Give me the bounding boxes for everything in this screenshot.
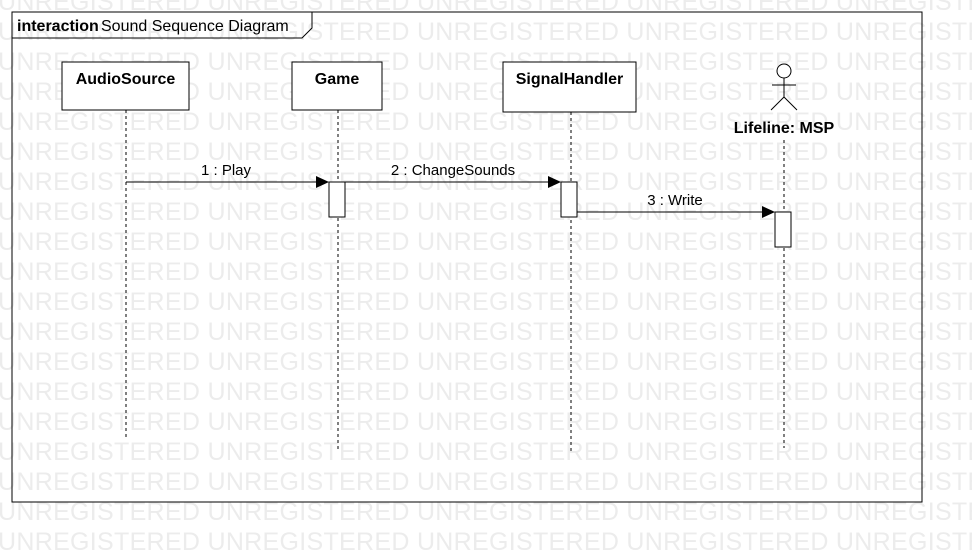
message-arrowhead: [316, 176, 329, 188]
lifeline-label: AudioSource: [76, 71, 176, 88]
lifeline-head-box: [61, 61, 190, 111]
message-label: 2 : ChangeSounds: [391, 162, 515, 179]
activation-bar-msp[interactable]: [774, 211, 792, 248]
actor-stick-figure: [770, 63, 798, 111]
interaction-frame[interactable]: interaction Sound Sequence Diagram: [11, 11, 923, 503]
message-arrowhead: [548, 176, 561, 188]
lifeline-audiosource[interactable]: AudioSource: [61, 61, 190, 440]
lifeline-label: Game: [315, 71, 360, 88]
message-write[interactable]: 3 : Write: [577, 192, 775, 218]
message-play[interactable]: 1 : Play: [126, 162, 329, 188]
frame-border: [11, 11, 923, 503]
frame-tab: [12, 12, 313, 39]
lifeline-msp[interactable]: Lifeline: MSP: [734, 63, 835, 448]
lifeline-signalhandler[interactable]: SignalHandler: [502, 61, 637, 452]
message-label: 1 : Play: [201, 162, 252, 179]
frame-title: Sound Sequence Diagram: [101, 18, 289, 35]
message-arrowhead: [762, 206, 775, 218]
lifeline-label: Lifeline: MSP: [734, 120, 835, 137]
message-label: 3 : Write: [647, 192, 703, 209]
lifeline-head-box: [291, 61, 383, 111]
message-changesounds[interactable]: 2 : ChangeSounds: [345, 162, 561, 188]
lifeline-head-box: [502, 61, 637, 113]
activation-bar-signalhandler[interactable]: [560, 181, 578, 218]
frame-keyword: interaction: [17, 18, 99, 35]
activation-bar-game[interactable]: [328, 181, 346, 218]
lifeline-label: SignalHandler: [516, 71, 624, 88]
lifeline-game[interactable]: Game: [291, 61, 383, 452]
